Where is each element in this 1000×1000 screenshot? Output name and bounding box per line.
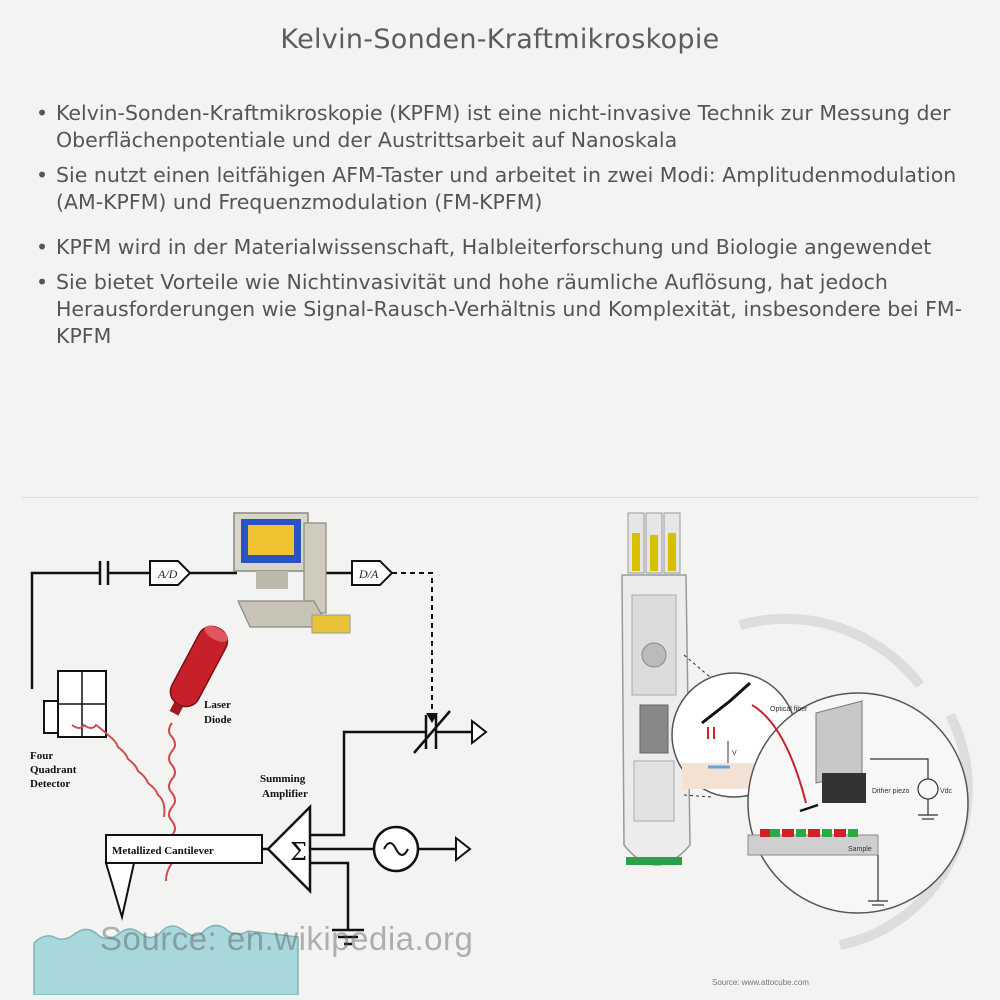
kpfm-schematic: A/D D/A Four Quadrant Detector Laser Dio…: [30, 512, 488, 995]
sigma-symbol: Σ: [290, 838, 307, 866]
ad-label: A/D: [157, 567, 178, 581]
reflected-beam: [71, 723, 166, 818]
sample-surface: [33, 924, 299, 995]
source-small: Source: www.attocube.com: [712, 978, 809, 987]
dashed-control-line: [392, 572, 433, 720]
arc-decoration: [738, 613, 924, 689]
laser-diode-icon: [169, 625, 229, 716]
cantilever: [104, 834, 268, 921]
cantilever-label: Metallized Cantilever: [112, 845, 214, 857]
probe-column: [621, 512, 691, 866]
bullet-list: Kelvin-Sonden-Kraftmikroskopie (KPFM) is…: [34, 100, 964, 358]
detector-label: Detector: [30, 778, 70, 790]
output-arrow-icon: [471, 718, 488, 746]
variable-capacitor-icon: [412, 710, 458, 754]
da-label: D/A: [358, 567, 379, 581]
v-label: V: [732, 750, 737, 757]
laser-label: Diode: [204, 714, 232, 726]
ground-icon: [332, 928, 364, 946]
sample-stage-inset: Optical fiber Dither piezo Sample: [747, 692, 969, 914]
dither-piezo-label: Dither piezo: [872, 788, 909, 795]
sample-label: Sample: [848, 846, 872, 853]
afm-probe-diagram: V Optical fiber Dither piezo Sample Vdc: [621, 512, 973, 950]
detector-label: Four: [30, 750, 53, 762]
computer-icon: [233, 512, 351, 634]
laser-label: Laser: [204, 699, 231, 711]
summing-amplifier: Σ: [266, 803, 312, 895]
ac-source-icon: [372, 825, 420, 873]
divider: [22, 497, 978, 498]
dc-source: [868, 758, 939, 906]
detector-label: Quadrant: [30, 764, 77, 776]
optical-fiber-label: Optical fiber: [770, 706, 808, 713]
amplifier-label: Amplifier: [262, 788, 308, 800]
amplifier-label: Summing: [260, 773, 306, 785]
output-wires: [310, 730, 472, 930]
ad-converter: A/D: [149, 560, 192, 586]
bullet-item: Sie nutzt einen leitfähigen AFM-Taster u…: [34, 162, 964, 216]
da-converter: D/A: [351, 560, 394, 586]
output-arrow-icon: [455, 835, 472, 863]
vdc-label: Vdc: [940, 788, 953, 795]
bullet-item: KPFM wird in der Materialwissenschaft, H…: [34, 234, 964, 261]
source-watermark: Source: en.wikipedia.org: [100, 920, 474, 957]
page-title: Kelvin-Sonden-Kraftmikroskopie: [280, 24, 720, 55]
top-wire: [30, 561, 352, 689]
bullet-item: Kelvin-Sonden-Kraftmikroskopie (KPFM) is…: [34, 100, 964, 154]
bullet-item: Sie bietet Vorteile wie Nichtinvasivität…: [34, 269, 964, 350]
